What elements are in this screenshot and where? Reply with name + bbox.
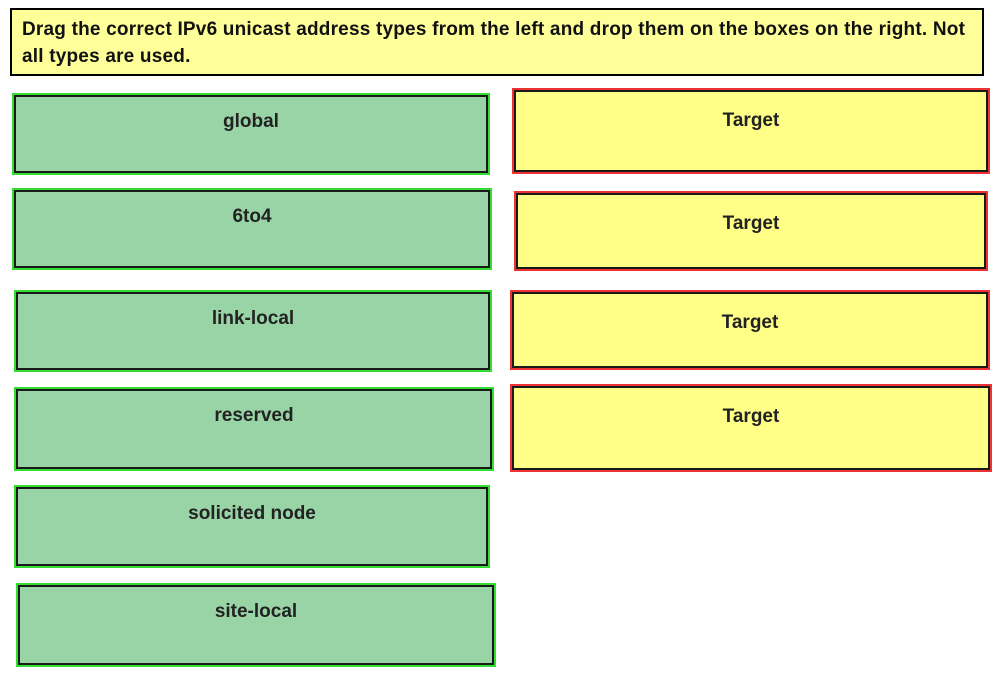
drag-item-link-local[interactable]: link-local (16, 292, 490, 370)
drop-target-label: Target (722, 213, 780, 234)
drop-target-3[interactable]: Target (512, 292, 988, 368)
instructions-text: Drag the correct IPv6 unicast address ty… (10, 8, 984, 76)
drag-item-label: link-local (211, 308, 295, 329)
drag-item-label: site-local (214, 601, 298, 622)
drag-item-label: solicited node (188, 503, 316, 524)
drop-target-label: Target (721, 312, 779, 333)
drag-item-solicited-node[interactable]: solicited node (16, 487, 488, 566)
drop-target-label: Target (722, 110, 780, 131)
drop-target-2[interactable]: Target (516, 193, 986, 269)
drag-item-reserved[interactable]: reserved (16, 389, 492, 469)
drop-target-label: Target (722, 406, 780, 427)
drag-item-label: global (223, 111, 279, 132)
drag-item-global[interactable]: global (14, 95, 488, 173)
drop-target-1[interactable]: Target (514, 90, 988, 172)
drag-item-label: 6to4 (232, 206, 272, 227)
drag-item-site-local[interactable]: site-local (18, 585, 494, 665)
drop-target-4[interactable]: Target (512, 386, 990, 470)
drag-item-6to4[interactable]: 6to4 (14, 190, 490, 268)
drag-item-label: reserved (214, 405, 294, 426)
